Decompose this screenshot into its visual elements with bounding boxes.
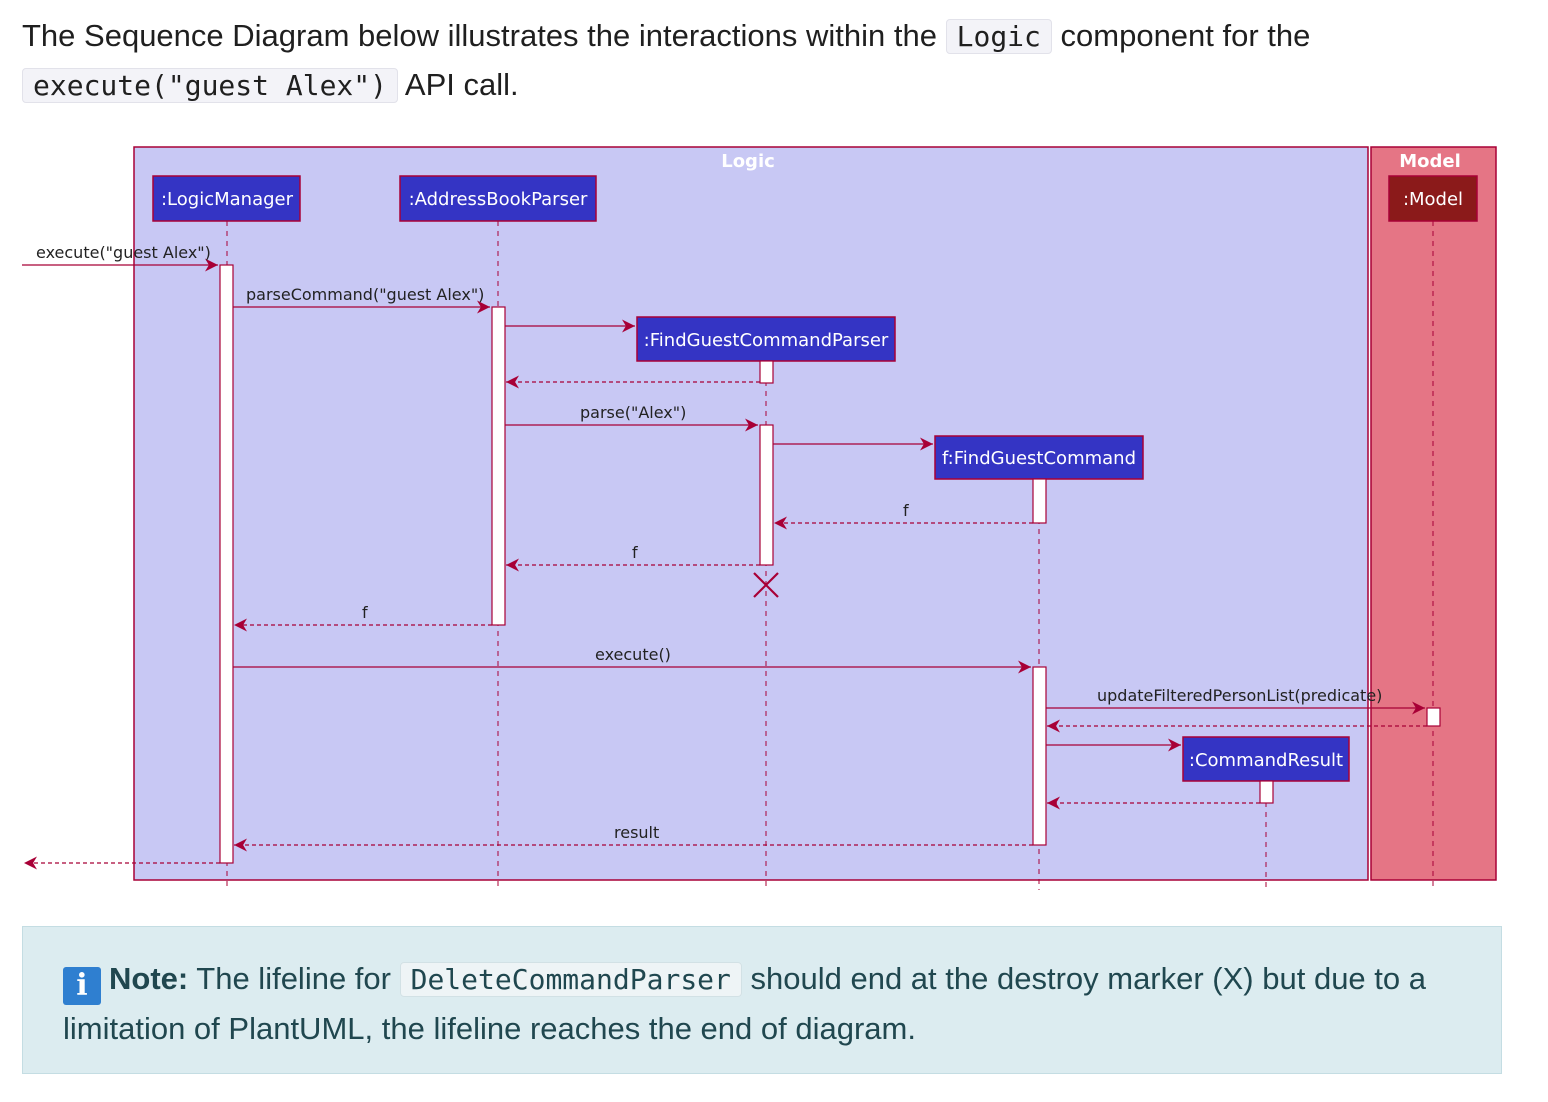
svg-text:f:FindGuestCommand: f:FindGuestCommand xyxy=(942,448,1136,469)
svg-text::AddressBookParser: :AddressBookParser xyxy=(409,189,588,210)
participant-command-result: :CommandResult xyxy=(1182,736,1350,782)
msg-return-f-2-label: f xyxy=(632,543,638,562)
logic-manager-activation xyxy=(219,264,234,864)
find-guest-command-activation-2 xyxy=(1032,666,1047,846)
msg-result-label: result xyxy=(614,823,659,842)
msg-return-f-1-label: f xyxy=(903,501,909,520)
model-box-title: Model xyxy=(1399,151,1461,172)
logic-code: Logic xyxy=(945,19,1052,54)
model-activation xyxy=(1426,707,1441,727)
note-text-after: should end at the destroy marker (X) but… xyxy=(63,961,1426,1046)
intro-text-after: API call. xyxy=(398,67,519,102)
msg-execute-guest-alex-label: execute("guest Alex") xyxy=(36,243,211,262)
msg-parse-command-label: parseCommand("guest Alex") xyxy=(246,285,484,304)
command-result-activation xyxy=(1259,780,1274,804)
msg-parse-alex-label: parse("Alex") xyxy=(580,403,686,422)
destroy-marker xyxy=(753,572,779,598)
find-guest-command-parser-activation-2 xyxy=(759,424,774,566)
find-guest-command-parser-activation-1 xyxy=(759,360,774,384)
intro-text-before: The Sequence Diagram below illustrates t… xyxy=(22,18,946,53)
msg-update-filtered-label: updateFilteredPersonList(predicate) xyxy=(1097,686,1382,705)
svg-text::LogicManager: :LogicManager xyxy=(161,189,294,210)
note-text-before: The lifeline for xyxy=(188,961,400,996)
svg-text::Model: :Model xyxy=(1403,189,1463,210)
info-icon: i xyxy=(63,967,101,1005)
logic-box-title: Logic xyxy=(721,151,775,172)
logic-box xyxy=(133,146,1369,881)
svg-text::FindGuestCommandParser: :FindGuestCommandParser xyxy=(644,330,889,351)
participant-find-guest-command-parser: :FindGuestCommandParser xyxy=(636,316,896,362)
note-label: Note: xyxy=(109,961,189,996)
svg-text::CommandResult: :CommandResult xyxy=(1189,750,1343,771)
participant-address-book-parser: :AddressBookParser xyxy=(399,175,597,222)
sequence-diagram: Logic Model :LogicManager :AddressBookPa… xyxy=(22,146,1497,890)
msg-execute-label: execute() xyxy=(595,645,671,664)
execute-code: execute("guest Alex") xyxy=(22,68,399,103)
find-guest-command-activation-1 xyxy=(1032,478,1047,524)
participant-logic-manager: :LogicManager xyxy=(152,175,301,222)
intro-text-middle: component for the xyxy=(1051,18,1311,53)
participant-model: :Model xyxy=(1388,175,1478,222)
msg-return-f-3-label: f xyxy=(362,603,368,622)
intro-paragraph: The Sequence Diagram below illustrates t… xyxy=(22,12,1522,110)
address-book-parser-activation xyxy=(491,306,506,626)
participant-find-guest-command: f:FindGuestCommand xyxy=(934,435,1144,480)
delete-command-parser-code: DeleteCommandParser xyxy=(399,962,742,997)
